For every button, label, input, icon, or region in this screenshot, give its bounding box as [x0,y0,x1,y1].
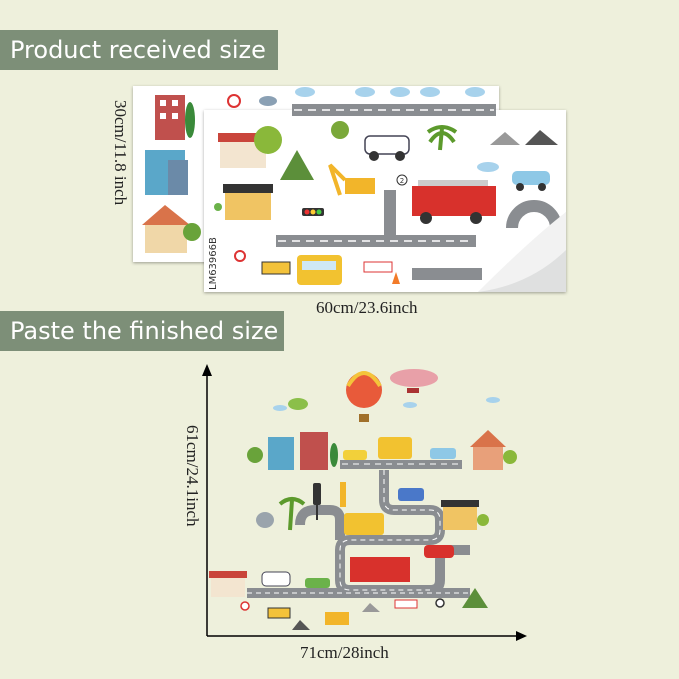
up-arrow-icon [202,364,212,376]
tree-icon [477,514,489,526]
construction-barrier-icon [363,261,393,273]
hot-air-balloon-icon [346,372,382,408]
back-sheet-art [142,87,496,253]
house-icon [473,445,503,470]
received-height-label: 30cm/11.8 inch [111,100,130,206]
car-icon [305,578,330,588]
house-icon [142,205,190,225]
giraffe-icon [340,482,346,507]
car-icon [424,545,454,558]
tree-icon [254,126,282,154]
car-icon [343,450,367,460]
cloud-icon [477,162,499,172]
rock-icon [525,130,558,145]
bush-icon [331,121,349,139]
dimension-axes [202,364,527,641]
construction-barrier-icon [394,599,418,609]
finished-wall-art [209,369,517,630]
road-curve [506,200,562,229]
road-number-sign [396,174,408,186]
fire-truck-icon [412,186,496,216]
received-width-label: 60cm/23.6inch [316,298,418,317]
tree-icon [503,450,517,464]
helicopter-icon [259,96,277,106]
finished-size-banner: Paste the finished size [0,311,284,351]
tree-icon [330,443,338,467]
police-car-icon [261,571,291,587]
traffic-light-icon [313,483,321,505]
finished-height-label: 61cm/24.1inch [183,425,202,527]
cloud-icon [403,402,417,408]
blimp-icon [390,369,438,387]
cloud-icon [355,87,375,97]
road-sign-icon [240,601,250,611]
office-building-icon [268,437,294,470]
apartment-building-icon [155,95,185,140]
tree-icon [183,223,201,241]
school-bus-icon [378,437,412,459]
car-icon [398,488,424,501]
finished-size-title: Paste the finished size [10,317,279,345]
received-size-title: Product received size [10,36,266,64]
tree-icon [247,447,263,463]
excavator-icon [325,612,349,625]
cloud-icon [390,87,410,97]
received-size-banner: Product received size [0,30,278,70]
construction-barrier-icon [267,607,291,619]
pine-tree-icon [280,150,314,180]
shop-icon [443,505,477,530]
peeled-corner [478,212,566,292]
cloud-icon [465,87,485,97]
police-car-icon [364,135,410,155]
winding-road [295,505,345,540]
excavator-icon [345,178,375,194]
right-arrow-icon [516,631,527,641]
road-sign-icon [435,598,445,608]
elephant-on-scooter-icon [256,512,274,528]
rock-icon [292,620,310,630]
fire-truck-icon [350,557,410,582]
cloud-icon [486,397,500,403]
school-bus-icon [344,513,384,535]
car-icon [430,448,456,459]
traffic-cone-icon [392,272,400,284]
construction-barrier-icon [261,261,291,275]
road-number-label: 2 [400,177,404,185]
rock-icon [490,132,520,145]
road-strip [384,190,396,238]
palm-tree-icon [278,497,306,531]
road-strip [412,268,482,280]
cloud-icon [273,405,287,411]
cloud-icon [295,87,315,97]
palm-tree-icon [426,125,458,151]
road-sign-icon [227,94,241,108]
cloud-icon [420,87,440,97]
car-icon [512,171,550,185]
shop-icon [211,577,245,597]
sheet-code: LM63966B [208,237,219,290]
road-sign-icon [234,250,246,262]
finished-width-label: 71cm/28inch [300,643,389,662]
rock-icon [362,603,380,612]
front-sheet-art: 2 [214,121,566,292]
helicopter-icon [288,398,308,410]
shop-icon [225,192,271,220]
pine-tree-icon [462,588,488,608]
tree-icon [185,102,195,138]
apartment-building-icon [300,432,328,470]
